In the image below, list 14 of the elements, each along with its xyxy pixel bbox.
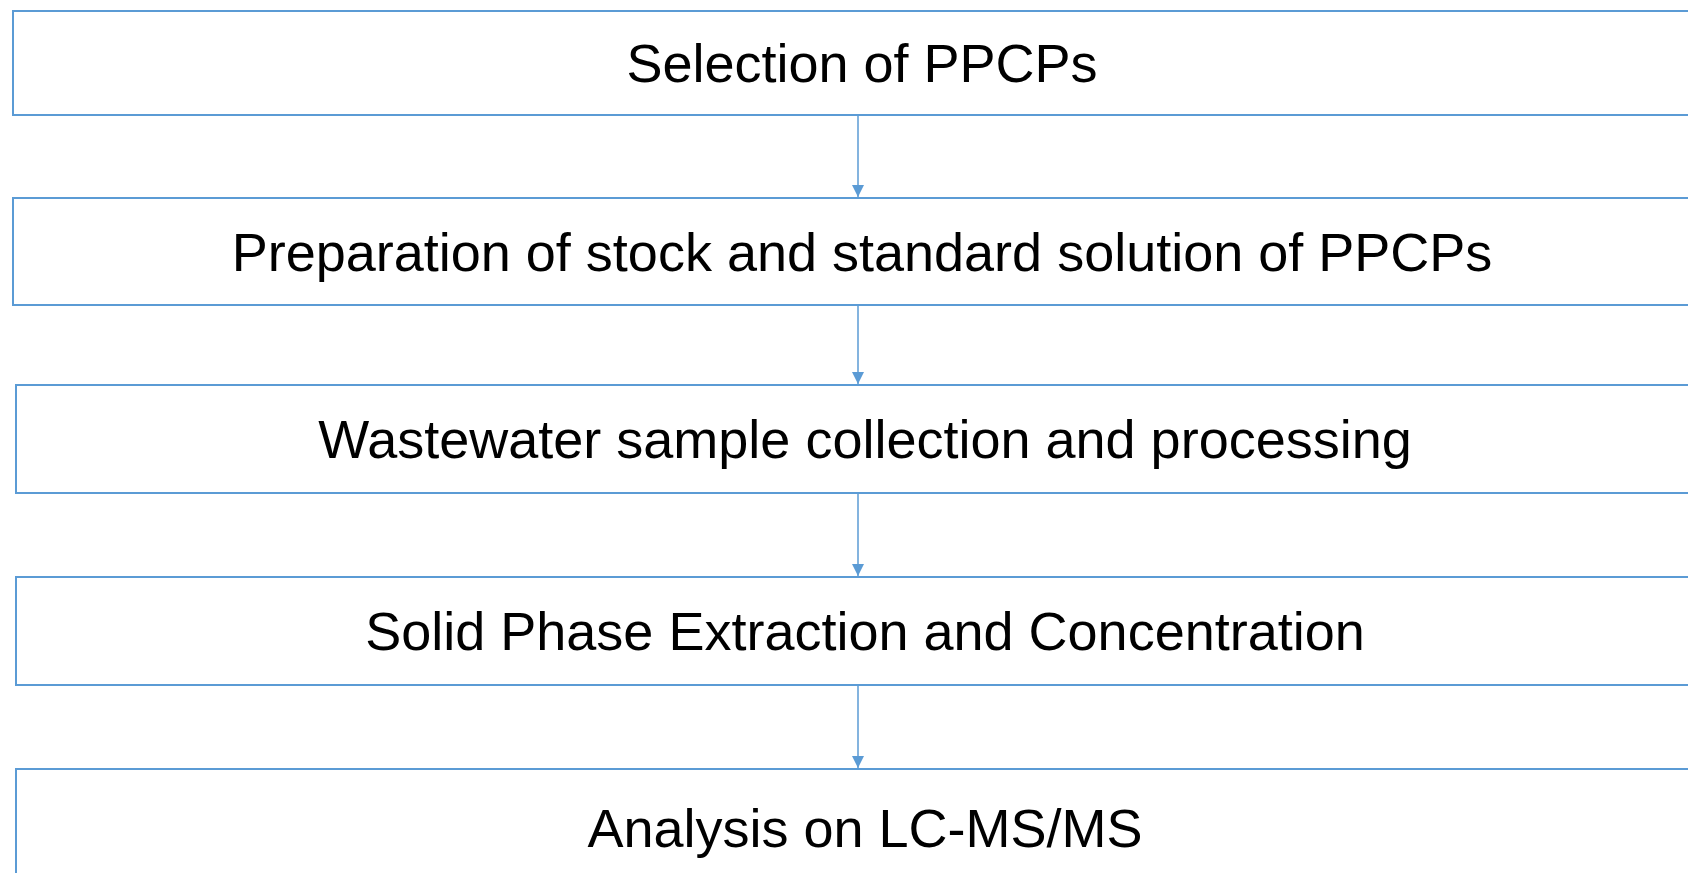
step-label: Wastewater sample collection and processing xyxy=(318,408,1412,470)
process-box xyxy=(15,768,1688,873)
step-label: Solid Phase Extraction and Concentration xyxy=(365,600,1365,662)
step-label: Selection of PPCPs xyxy=(626,32,1098,94)
process-box xyxy=(12,10,1688,116)
step-label: Preparation of stock and standard solution of PPCPs xyxy=(231,220,1493,283)
process-box xyxy=(12,197,1688,306)
arrow xyxy=(852,493,864,577)
arrow xyxy=(852,115,864,198)
arrow xyxy=(852,305,864,385)
process-box xyxy=(15,384,1688,494)
process-box xyxy=(15,576,1688,686)
arrow xyxy=(852,685,864,769)
step-label: Analysis on LC-MS/MS xyxy=(587,797,1143,859)
